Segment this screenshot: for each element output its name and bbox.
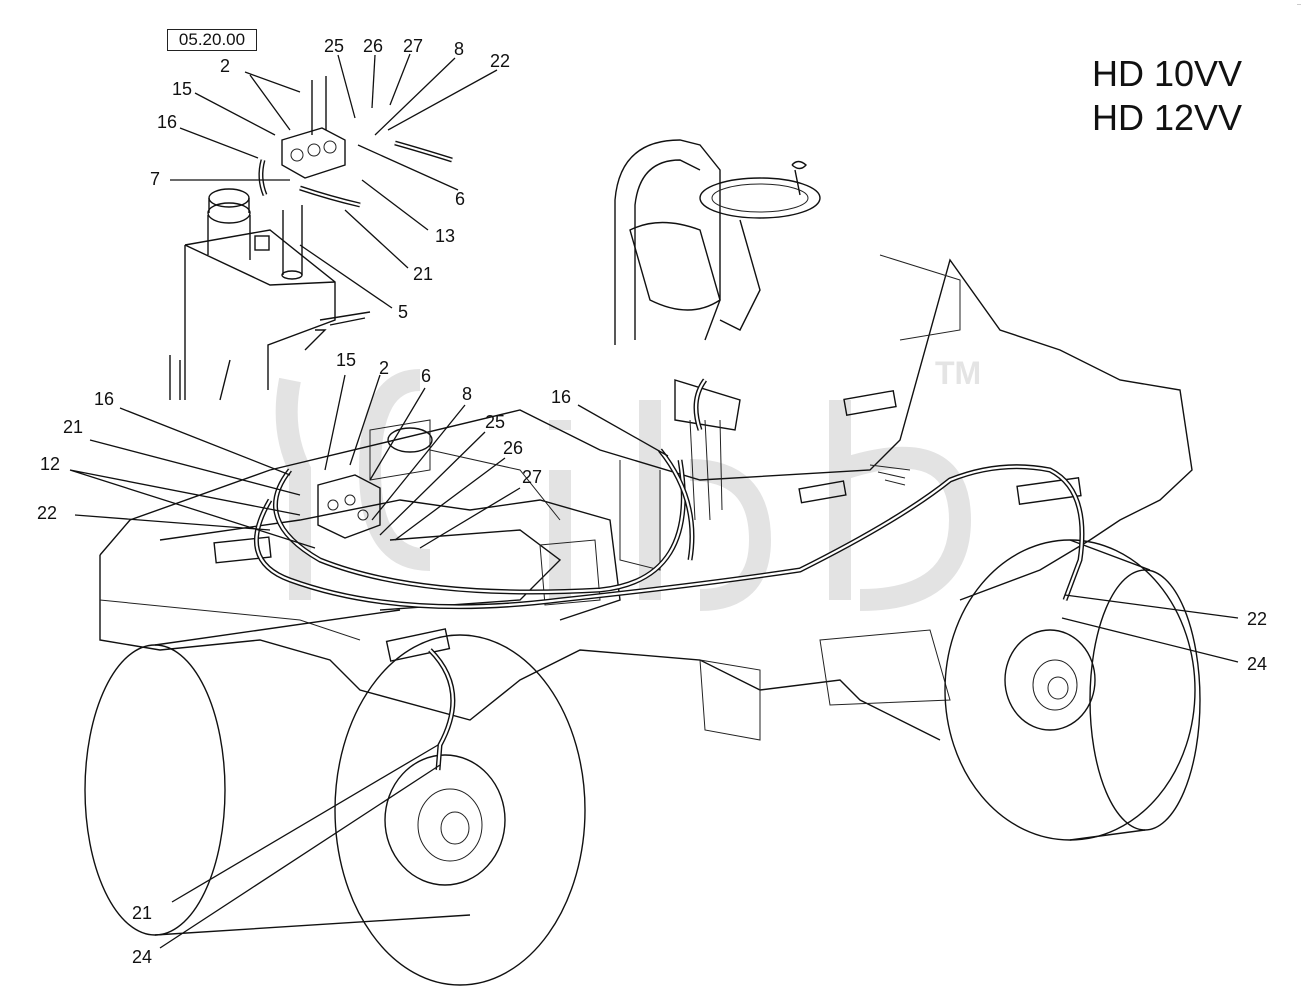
callout-label: 25 xyxy=(485,412,505,432)
corner-mark: -- xyxy=(1297,2,1301,8)
callout-label: 24 xyxy=(1247,654,1267,674)
callout-label: 16 xyxy=(551,387,571,407)
reference-number: 05.20.00 xyxy=(167,29,257,51)
callout-label: 6 xyxy=(421,366,431,386)
watermark-trademark: TM xyxy=(935,355,982,391)
roller-drawing xyxy=(84,139,1201,986)
callout-label: 21 xyxy=(63,417,83,437)
callout-label: 27 xyxy=(522,467,542,487)
callout-label: 21 xyxy=(132,903,152,923)
callout-labels: 2 25 26 27 8 22 15 16 7 6 13 21 5 15 2 6… xyxy=(37,36,1267,967)
model-names: HD 10VV HD 12VV xyxy=(1092,52,1242,140)
model-name: HD 10VV xyxy=(1092,53,1243,94)
callout-label: 22 xyxy=(1247,609,1267,629)
callout-label: 26 xyxy=(363,36,383,56)
callout-label: 25 xyxy=(324,36,344,56)
callout-label: 2 xyxy=(220,56,230,76)
callout-label: 22 xyxy=(37,503,57,523)
callout-label: 16 xyxy=(94,389,114,409)
inset-drawing xyxy=(169,76,453,401)
callout-label: 7 xyxy=(150,169,160,189)
callout-label: 5 xyxy=(398,302,408,322)
callout-label: 22 xyxy=(490,51,510,71)
callout-label: 8 xyxy=(454,39,464,59)
callout-label: 13 xyxy=(435,226,455,246)
leader-lines xyxy=(69,53,1239,949)
callout-label: 24 xyxy=(132,947,152,967)
callout-label: 15 xyxy=(172,79,192,99)
callout-label: 6 xyxy=(455,189,465,209)
callout-label: 2 xyxy=(379,358,389,378)
callout-label: 26 xyxy=(503,438,523,458)
model-name: HD 12VV xyxy=(1092,97,1243,138)
callout-label: 21 xyxy=(413,264,433,284)
callout-label: 16 xyxy=(157,112,177,132)
callout-label: 8 xyxy=(462,384,472,404)
callout-label: 12 xyxy=(40,454,60,474)
callout-label: 27 xyxy=(403,36,423,56)
callout-label: 15 xyxy=(336,350,356,370)
